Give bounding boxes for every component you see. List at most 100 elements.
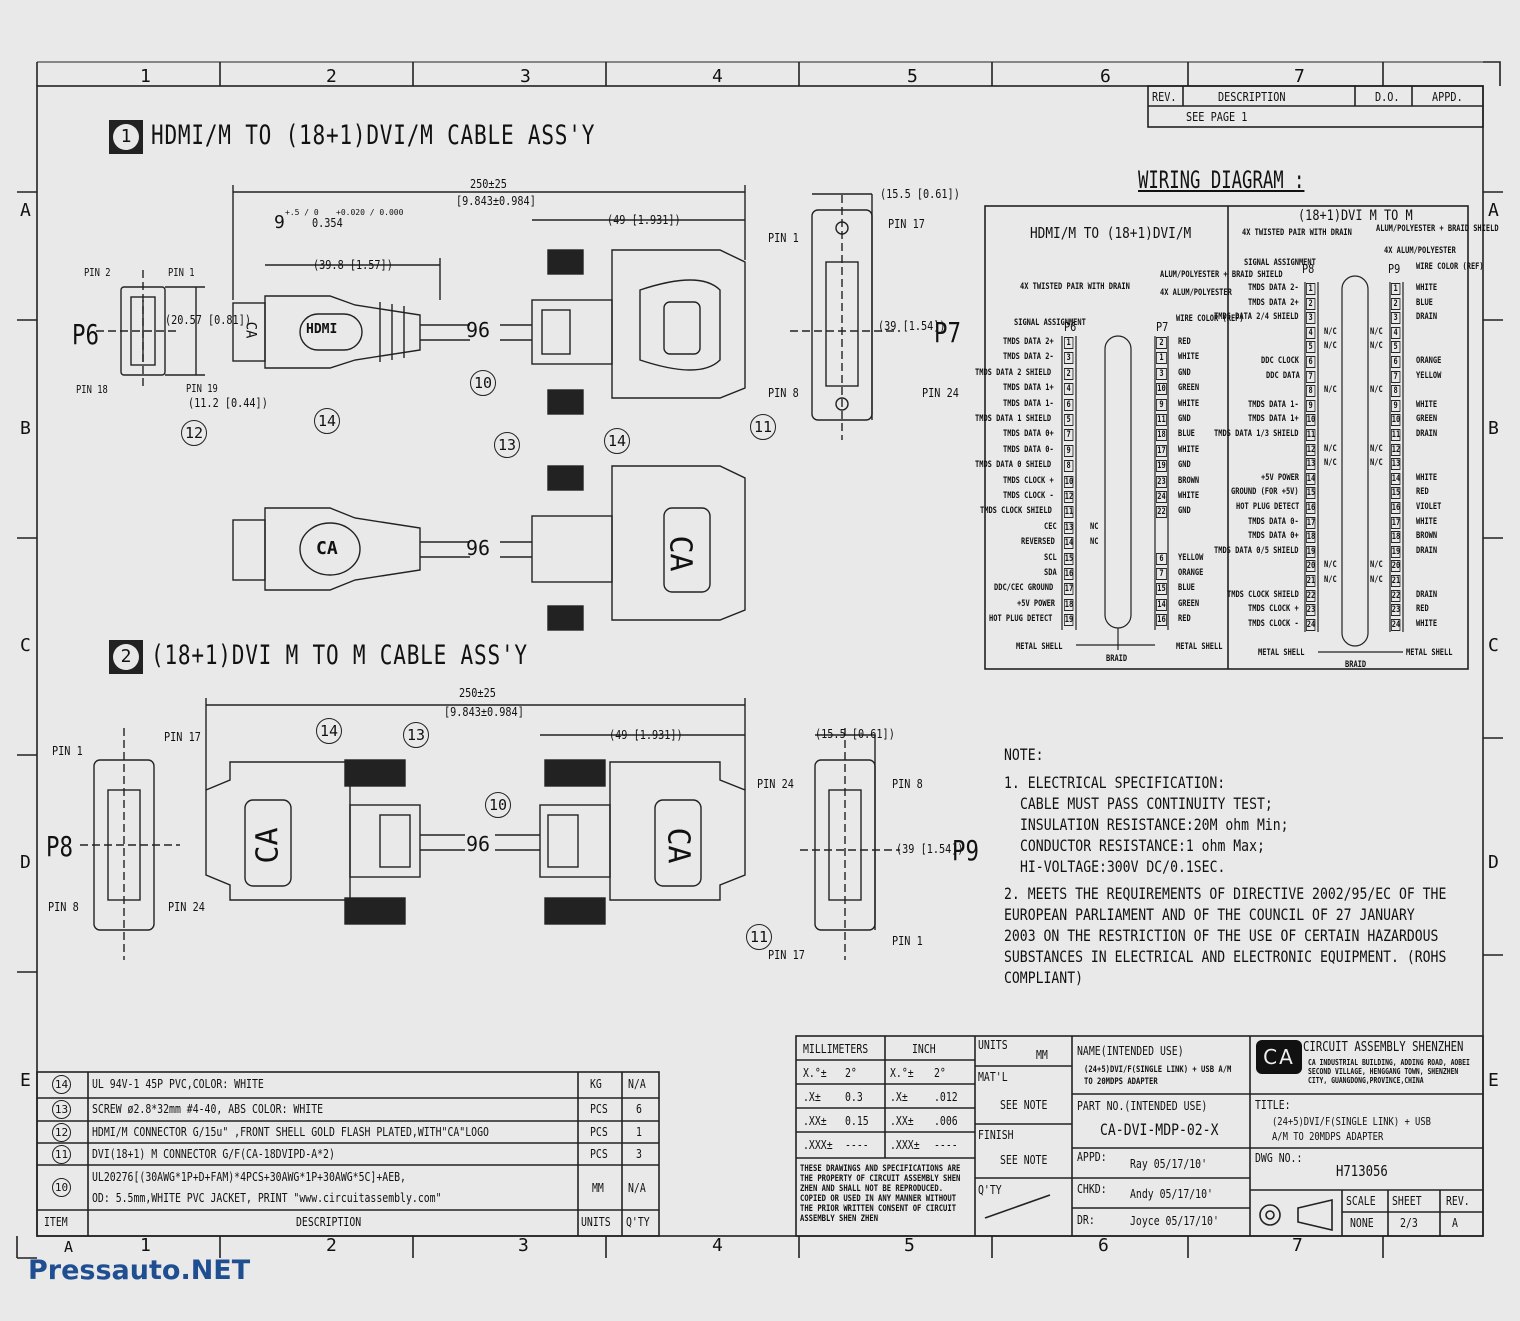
wiring-left-p7-pin: 14 (1156, 598, 1167, 611)
wiring-left-signal: TMDS DATA 0 SHIELD (975, 460, 1052, 471)
wiring-left-color: WHITE (1178, 398, 1200, 409)
tb-tol-mm-k-0: X.°± (803, 1066, 827, 1080)
company-logo: CA (1256, 1040, 1302, 1074)
wiring-left-sig-header: SIGNAL ASSIGNMENT (1014, 318, 1086, 328)
tb-dr-key: DR: (1077, 1213, 1095, 1227)
zone-top-6: 6 (1100, 66, 1111, 87)
zone-top-5: 5 (907, 66, 918, 87)
wiring-right-braid: BRAID (1345, 660, 1367, 670)
wiring-right-p9-pin: 7 (1391, 370, 1401, 383)
zone-right-b: B (1488, 418, 1499, 439)
note-line-7: EUROPEAN PARLIAMENT AND OF THE COUNCIL O… (1004, 905, 1415, 924)
tb-tol-in-v-2: .006 (934, 1114, 958, 1128)
wiring-right-p8-pin: 18 (1306, 531, 1316, 544)
label-p7: P7 (934, 316, 961, 349)
wiring-right-signal: TMDS DATA 1- (1248, 399, 1300, 410)
tb-finish-value: SEE NOTE (1000, 1153, 1048, 1167)
wiring-right-p8-pin: 17 (1306, 516, 1316, 529)
wiring-right-p9-pin: 17 (1391, 516, 1401, 529)
wiring-right-p9-pin: 15 (1391, 487, 1401, 500)
wiring-right-color: WHITE (1416, 472, 1438, 483)
zone-right-c: C (1488, 635, 1499, 656)
zone-bottom-6: 6 (1098, 1235, 1109, 1256)
wiring-left-p6-pin: 13 (1064, 521, 1074, 534)
wiring-right-p9-pin: 16 (1391, 502, 1401, 514)
bom-units-12: PCS (590, 1125, 608, 1139)
wiring-left-p7-pin: 15 (1156, 583, 1167, 596)
note-line-3: INSULATION RESISTANCE:20M ohm Min; (1020, 815, 1289, 834)
tb-mm-header: MILLIMETERS (803, 1042, 869, 1056)
section-2-number: 2 (113, 644, 139, 670)
callout-14-s1b: 14 (604, 428, 630, 454)
wiring-left-p6-pin: 6 (1064, 398, 1074, 411)
tb-rev-key: REV. (1446, 1194, 1470, 1208)
zone-right-e: E (1488, 1070, 1499, 1091)
wiring-right-p8-pin: 20 (1306, 560, 1316, 573)
bom-desc-11: DVI(18+1) M CONNECTOR G/F(CA-18DVIPD-A*2… (92, 1147, 335, 1161)
wiring-left-alum2: 4X ALUM/POLYESTER (1160, 288, 1232, 298)
ca-logo-dvi-1: CA (662, 535, 698, 572)
ca-logo-hdmi-tip: CA (242, 321, 259, 339)
wiring-left-p6-pin: 11 (1064, 506, 1074, 519)
dim-p7-width: (15.5 [0.61]) (880, 187, 960, 201)
wiring-left-p6-pin: 9 (1064, 444, 1074, 457)
wiring-right-color: RED (1416, 604, 1429, 615)
note-line-1: 1. ELECTRICAL SPECIFICATION: (1004, 773, 1226, 792)
wiring-left-p6-pin: 16 (1064, 568, 1074, 580)
wiring-right-p8-pin: 21 (1306, 575, 1316, 587)
wiring-right-p9-pin: 24 (1391, 618, 1401, 631)
wiring-left-p7-pin: 7 (1156, 568, 1167, 580)
tb-matl-value: SEE NOTE (1000, 1098, 1048, 1112)
wiring-right-p9-pin: 5 (1391, 341, 1401, 354)
bom-qty-11: 3 (636, 1147, 642, 1161)
wiring-right-nc: N/C (1324, 326, 1337, 337)
wiring-left-signal: TMDS CLOCK - (1002, 491, 1054, 501)
wiring-right-nc: N/C (1324, 560, 1337, 571)
wiring-right-p8-pin: 14 (1306, 472, 1316, 485)
wiring-right-p9-pin: 8 (1391, 385, 1401, 398)
wiring-left-p7-pin: 18 (1156, 429, 1167, 442)
wiring-left-p6-pin: 5 (1064, 414, 1074, 426)
wiring-left-signal: SDA (1044, 568, 1057, 578)
wiring-right-signal: TMDS DATA 1/3 SHIELD (1214, 429, 1299, 439)
bom-units-10: MM (592, 1181, 604, 1195)
wiring-diagram-title: WIRING DIAGRAM : (1138, 166, 1305, 194)
wiring-right-p8-pin: 22 (1306, 589, 1316, 602)
wiring-left-signal: +5V POWER (1016, 598, 1055, 609)
wiring-left-p7-pin: 1 (1156, 352, 1167, 365)
dim-dvi-length-1: (49 [1.931]) (607, 213, 681, 227)
wiring-left-p6-pin: 12 (1064, 491, 1074, 503)
section-2-title: (18+1)DVI M TO M CABLE ASS'Y (151, 640, 528, 671)
dim-p9-width: (15.5 [0.61]) (815, 727, 895, 741)
callout-13-s2: 13 (403, 722, 429, 748)
section-1-title: HDMI/M TO (18+1)DVI/M CABLE ASS'Y (151, 120, 596, 151)
wiring-right-p9-pin: 9 (1391, 399, 1401, 412)
tb-tol-in-v-0: 2° (934, 1066, 946, 1080)
p6-pin-19: PIN 19 (186, 382, 218, 395)
callout-13-s1: 13 (494, 432, 520, 458)
tb-appd-value: Ray 05/17/10' (1130, 1157, 1208, 1171)
wiring-left-p7-pin: 23 (1156, 475, 1167, 488)
tb-appd-key: APPD: (1077, 1150, 1107, 1164)
tb-matl-key: MAT'L (978, 1070, 1008, 1084)
hdmi-logo: HDMI (306, 322, 338, 337)
cable-break-2: 96 (466, 536, 491, 560)
tb-sheet-value: 2/3 (1400, 1216, 1418, 1230)
wiring-left-signal: TMDS DATA 2+ (1002, 337, 1054, 347)
zone-top-4: 4 (712, 66, 723, 87)
wiring-left-color: GND (1178, 506, 1191, 517)
wiring-right-signal: TMDS CLOCK SHIELD (1226, 589, 1299, 600)
wiring-left-p6-pin: 17 (1064, 583, 1074, 596)
bom-desc-10: UL20276[(30AWG*1P+D+FAM)*4PCS+30AWG*1P+3… (92, 1170, 406, 1184)
wiring-right-signal: TMDS DATA 0/5 SHIELD (1214, 545, 1299, 556)
wiring-right-nc: N/C (1324, 385, 1337, 396)
wiring-left-color: WHITE (1178, 444, 1200, 455)
p8-pin-17: PIN 17 (164, 730, 201, 744)
wiring-right-p9-pin: 22 (1391, 589, 1401, 602)
tb-units-value: MM (1036, 1048, 1048, 1062)
wiring-left-p6-pin: 10 (1064, 475, 1074, 488)
wiring-left-p6-pin: 3 (1064, 352, 1074, 365)
see-page-note: SEE PAGE 1 (1186, 110, 1248, 124)
wiring-left-color: BROWN (1178, 475, 1200, 486)
bom-item-10: 10 (52, 1178, 71, 1197)
